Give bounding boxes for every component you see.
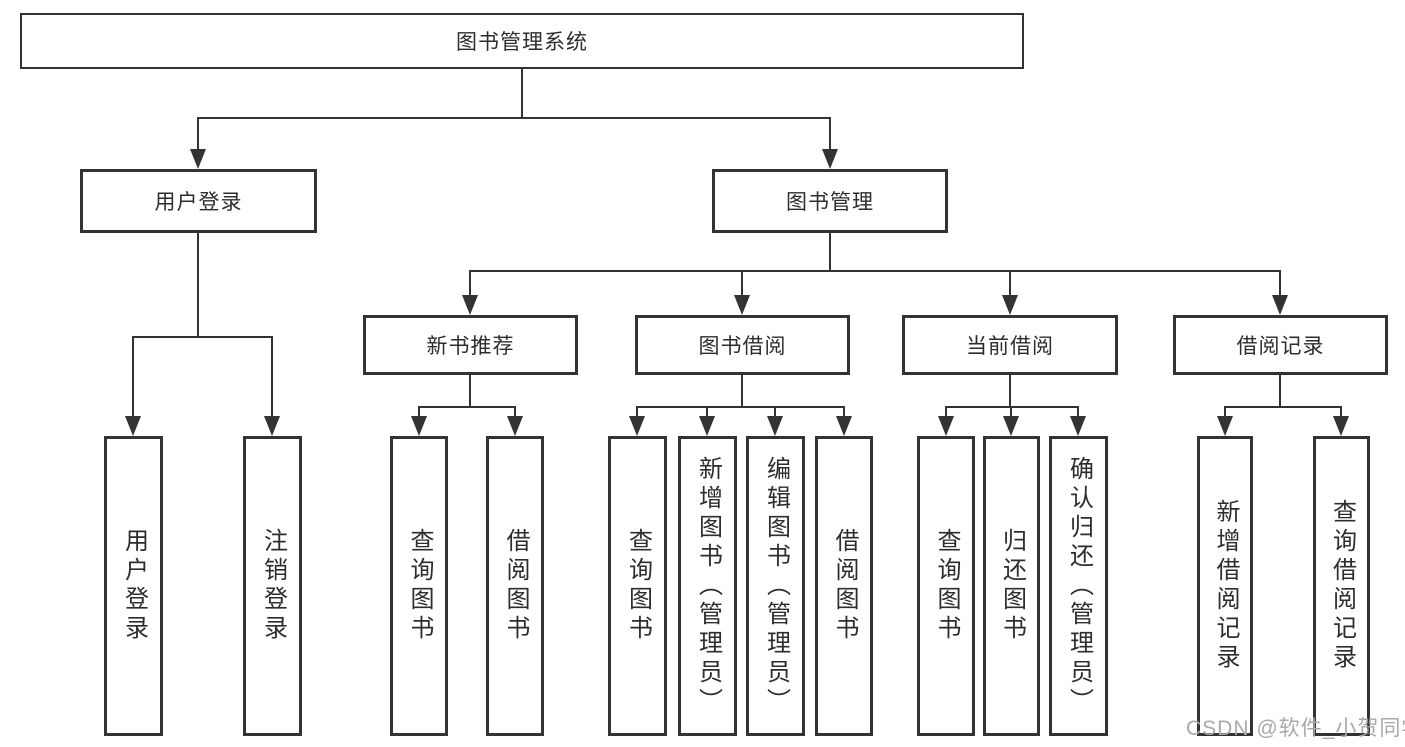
node-leaf-query-borrow-record: 查询借阅记录 [1313,436,1370,736]
node-leaf-confirm-return-admin: 确认归还（管理员） [1049,436,1108,736]
node-leaf-newrec-borrow-books-label: 借阅图书 [502,528,529,644]
node-leaf-edit-book-admin-label: 编辑图书（管理员） [762,455,790,717]
node-book-borrowing: 图书借阅 [635,315,850,375]
node-new-book-recommend-label: 新书推荐 [426,335,515,358]
node-leaf-user-login-label: 用户登录 [120,528,148,644]
node-leaf-edit-book-admin: 编辑图书（管理员） [746,436,805,736]
node-book-management-label: 图书管理 [786,191,874,214]
node-leaf-add-book-admin-label: 新增图书（管理员） [694,455,722,717]
node-current-borrowing-label: 当前借阅 [966,335,1054,358]
node-book-borrowing-label: 图书借阅 [698,335,787,358]
node-leaf-user-login: 用户登录 [104,436,163,736]
node-borrowing-records: 借阅记录 [1173,315,1388,375]
node-borrowing-records-label: 借阅记录 [1236,335,1325,358]
node-library-system-label: 图书管理系统 [456,31,588,54]
node-leaf-return-books-label: 归还图书 [998,528,1026,644]
node-leaf-borrow-query-books: 查询图书 [608,436,667,736]
node-leaf-logout: 注销登录 [243,436,302,736]
node-leaf-add-borrow-record-label: 新增借阅记录 [1212,499,1239,673]
node-library-system: 图书管理系统 [20,13,1024,69]
node-leaf-confirm-return-admin-label: 确认归还（管理员） [1065,455,1093,717]
node-leaf-return-books: 归还图书 [983,436,1040,736]
node-leaf-newrec-borrow-books: 借阅图书 [486,436,544,736]
node-leaf-current-query-books-label: 查询图书 [933,528,960,644]
node-leaf-logout-label: 注销登录 [259,528,287,644]
node-book-management: 图书管理 [712,169,948,233]
node-leaf-add-borrow-record: 新增借阅记录 [1197,436,1253,736]
node-new-book-recommend: 新书推荐 [363,315,578,375]
node-leaf-borrow-borrow-books-label: 借阅图书 [831,528,858,644]
node-leaf-current-query-books: 查询图书 [917,436,975,736]
node-user-login: 用户登录 [80,169,317,233]
node-leaf-borrow-borrow-books: 借阅图书 [815,436,873,736]
node-leaf-query-borrow-record-label: 查询借阅记录 [1328,499,1356,673]
node-leaf-newrec-query-books: 查询图书 [390,436,448,736]
node-user-login-label: 用户登录 [154,191,243,214]
node-current-borrowing: 当前借阅 [902,315,1118,375]
node-leaf-newrec-query-books-label: 查询图书 [406,528,433,644]
csdn-watermark: CSDN @软件_小贺同学 [1186,717,1405,740]
node-leaf-add-book-admin: 新增图书（管理员） [678,436,737,736]
node-leaf-borrow-query-books-label: 查询图书 [624,528,652,644]
